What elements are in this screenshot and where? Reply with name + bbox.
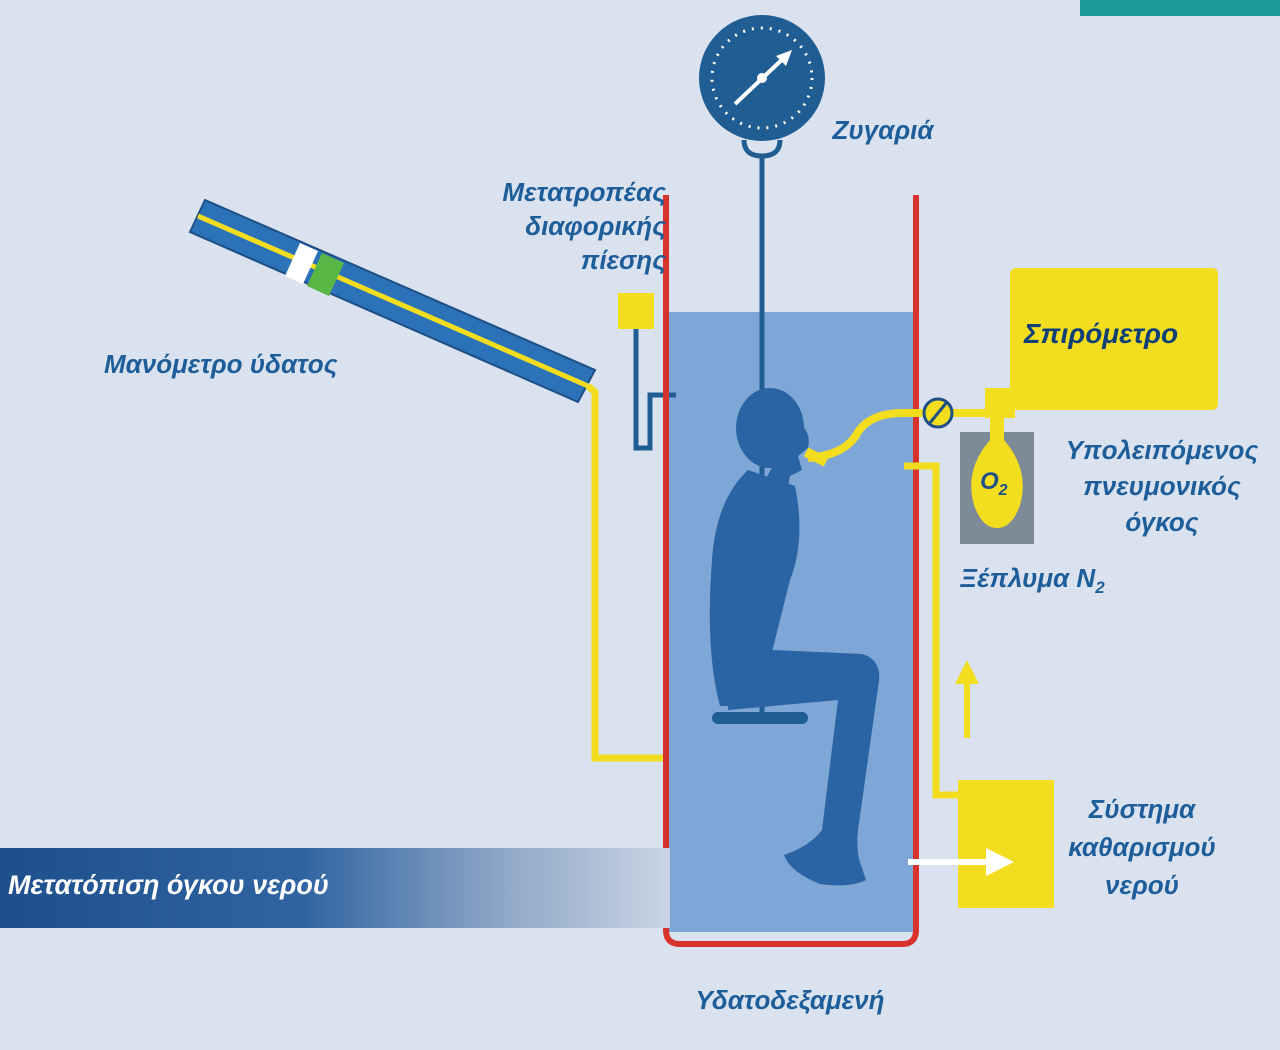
transducer-label-line3: πίεσης (580, 245, 666, 275)
scale-label: Ζυγαριά (832, 115, 934, 145)
spirometer-box (1010, 268, 1218, 410)
mouthpiece-tube (807, 409, 996, 462)
return-line (904, 462, 958, 799)
tank-wall (663, 195, 919, 947)
manometer-line (585, 383, 668, 762)
purification-line3: νερού (1105, 870, 1179, 900)
residual-volume-line2: πνευμονικός (1083, 471, 1241, 501)
up-arrow-icon (955, 660, 979, 738)
purification-label: Σύστημα καθαρισμού νερού (1062, 790, 1222, 904)
seat (712, 712, 808, 724)
residual-volume-line1: Υπολειπόμενος (1065, 435, 1259, 465)
nitrogen-washout-label: Ξέπλυμα N2 (960, 562, 1105, 604)
seated-person (709, 388, 880, 886)
water-displacement-banner: Μετατόπιση όγκου νερού (0, 848, 670, 928)
pressure-transducer (618, 293, 676, 451)
transducer-label-line1: Μετατροπέας (502, 177, 666, 207)
page-header-strip (1080, 0, 1280, 16)
oxygen-label: O2 (980, 466, 1008, 507)
transducer-label: Μετατροπέας διαφορικής πίεσης (440, 175, 666, 277)
residual-volume-label: Υπολειπόμενος πνευμονικός όγκος (1054, 432, 1270, 540)
outflow-arrow-icon (908, 848, 1014, 876)
purification-line1: Σύστημα (1088, 794, 1196, 824)
purification-box (958, 780, 1054, 908)
water-manometer-label: Μανόμετρο ύδατος (104, 349, 338, 379)
water-manometer (188, 198, 597, 404)
nitrogen-washout-sub: 2 (1095, 578, 1105, 598)
nitrogen-washout-main: Ξέπλυμα N (960, 563, 1096, 593)
oxygen-label-sub: 2 (998, 481, 1008, 499)
oxygen-bag (971, 418, 1023, 528)
oxygen-label-main: O (980, 468, 999, 495)
purification-line2: καθαρισμού (1068, 832, 1216, 862)
valve (922, 397, 954, 429)
residual-volume-line3: όγκος (1125, 507, 1199, 537)
spirometer-label: Σπιρόμετρο (1024, 318, 1179, 349)
tank-label: Υδατοδεξαμενή (695, 985, 885, 1015)
banner-label: Μετατόπιση όγκου νερού (8, 870, 329, 900)
transducer-label-line2: διαφορικής (525, 211, 666, 241)
